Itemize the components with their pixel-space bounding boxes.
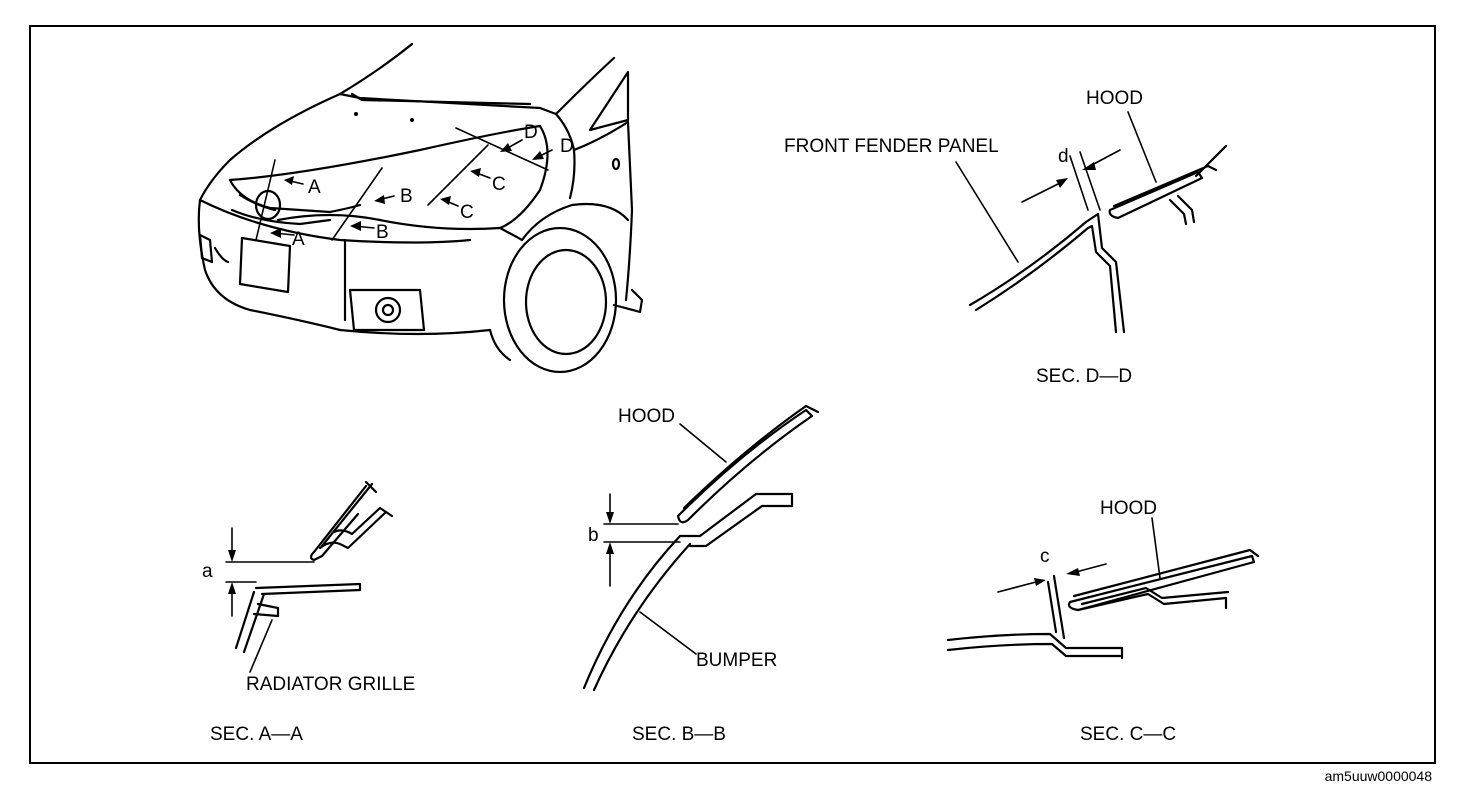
marker-b-upper: B — [400, 186, 413, 207]
section-b-hood-label: HOOD — [618, 406, 675, 427]
section-d-hood-label: HOOD — [1086, 88, 1143, 109]
marker-c-upper: C — [492, 174, 506, 195]
marker-c-lower: C — [460, 202, 474, 223]
marker-b-lower: B — [376, 222, 389, 243]
section-c-caption: SEC. C—C — [1080, 724, 1176, 745]
section-d-part-label: FRONT FENDER PANEL — [784, 136, 999, 157]
section-c-hood-label: HOOD — [1100, 498, 1157, 519]
section-b-caption: SEC. B—B — [632, 724, 726, 745]
section-a-dimension: a — [202, 561, 213, 582]
section-b-dimension: b — [588, 525, 599, 546]
diagram-frame — [29, 25, 1436, 764]
section-b-b: HOOD BUMPER b SEC. B—B — [582, 404, 820, 745]
marker-d-upper: D — [524, 122, 538, 143]
marker-a-lower: A — [292, 229, 305, 250]
marker-a-upper: A — [308, 177, 321, 198]
section-c-dimension: c — [1040, 546, 1050, 567]
marker-d-lower: D — [560, 136, 574, 157]
section-b-part-label: BUMPER — [696, 650, 777, 671]
car-front-view: A A B B C C D D — [197, 42, 644, 374]
figure-code: am5uuw0000048 — [1325, 768, 1433, 784]
section-d-dimension: d — [1058, 146, 1069, 167]
section-a-a: a RADIATOR GRILLE SEC. A—A — [202, 480, 415, 745]
section-d-d: HOOD FRONT FENDER PANEL d SEC. D—D — [784, 88, 1228, 387]
section-d-caption: SEC. D—D — [1036, 366, 1132, 387]
section-a-caption: SEC. A—A — [210, 724, 303, 745]
section-a-part-label: RADIATOR GRILLE — [246, 674, 415, 695]
section-c-c: HOOD c SEC. C—C — [946, 498, 1260, 745]
